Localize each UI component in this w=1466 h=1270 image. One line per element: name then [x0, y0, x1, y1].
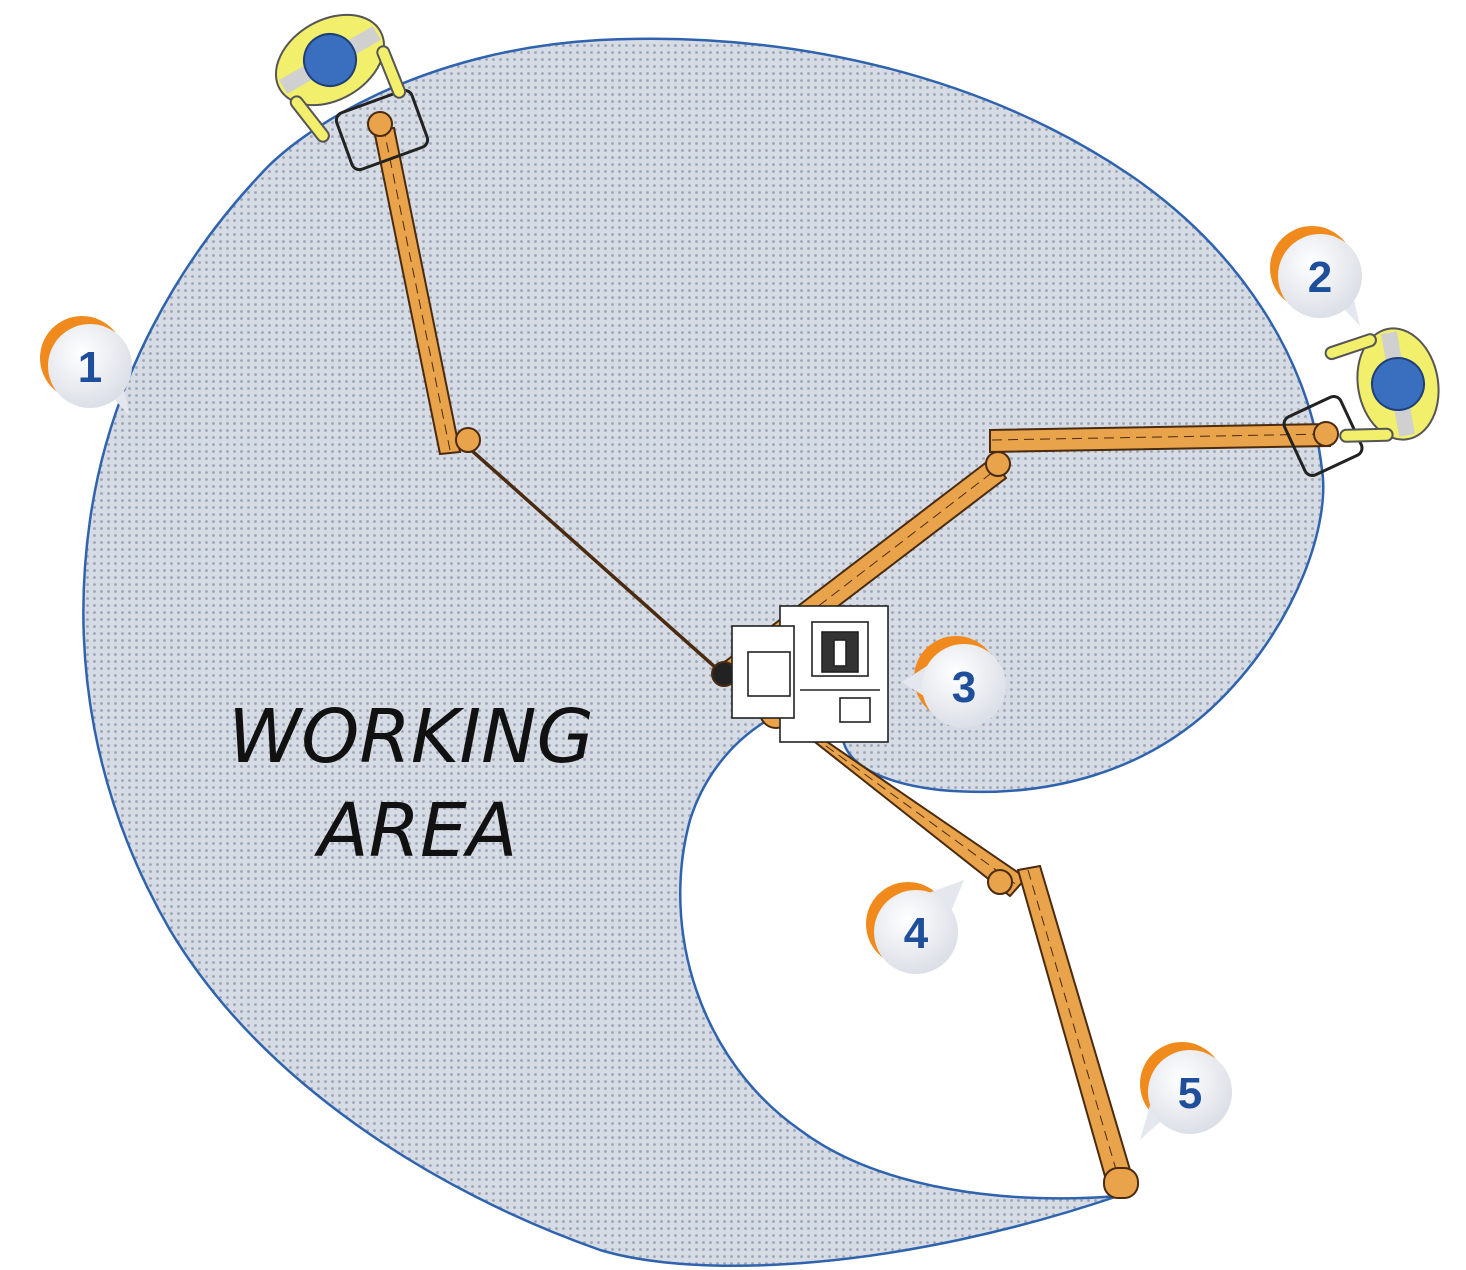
position-marker-3: 3 — [902, 636, 1006, 728]
boom-joint — [1313, 421, 1339, 447]
boom-arm-2-upper — [989, 422, 1331, 454]
marker-bubble — [874, 890, 958, 974]
marker-tail — [924, 880, 964, 920]
boom-tip — [1103, 1167, 1139, 1199]
marker-number: 2 — [1308, 253, 1332, 302]
working-area-envelope — [82, 37, 1325, 1268]
boom-joint — [987, 869, 1013, 895]
worker-icon — [274, 13, 407, 143]
boom-joint — [455, 427, 481, 453]
working-area-label-line1: WORKING — [228, 694, 594, 780]
marker-bubble — [48, 324, 132, 408]
boom-joint — [985, 451, 1011, 477]
marker-number: 5 — [1178, 1069, 1202, 1118]
basket-icon — [334, 88, 430, 172]
chassis-icon — [731, 605, 889, 743]
marker-bubble — [1278, 234, 1362, 318]
marker-bubble — [1148, 1050, 1232, 1134]
boom-joint — [367, 111, 393, 137]
boom-arm-5-upper — [1016, 864, 1138, 1196]
position-marker-5: 5 — [1140, 1042, 1232, 1140]
worker-icon — [1324, 327, 1440, 443]
position-marker-4: 4 — [866, 880, 964, 974]
marker-number: 4 — [904, 909, 929, 958]
marker-number: 1 — [78, 343, 102, 392]
position-marker-2: 2 — [1270, 226, 1362, 326]
position-marker-1: 1 — [40, 316, 132, 416]
working-area-label-line2: AREA — [314, 788, 517, 874]
marker-number: 3 — [952, 663, 976, 712]
marker-bubble — [922, 644, 1006, 728]
basket-icon — [1282, 395, 1364, 477]
